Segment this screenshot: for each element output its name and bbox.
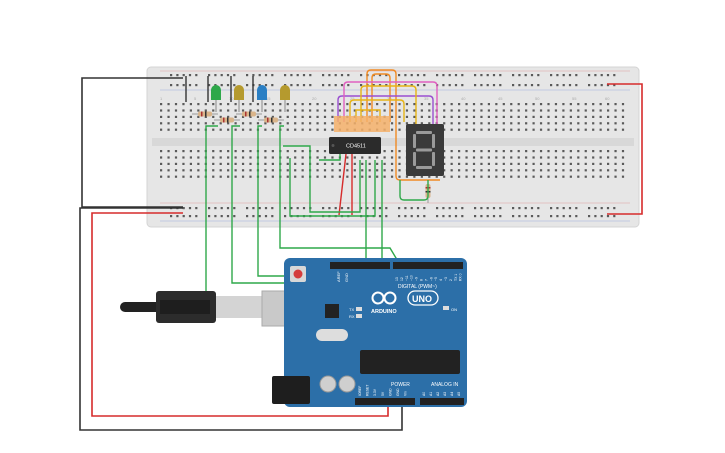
brand-label: ARDUINO — [371, 309, 397, 315]
pin-label: 8 — [420, 279, 424, 281]
col-mark: 5 — [194, 96, 197, 101]
resistor[interactable] — [258, 117, 284, 123]
pin-label: ~6 — [429, 277, 433, 281]
pin-label: RESET — [366, 385, 370, 396]
decoder-chip[interactable]: CD4511 — [329, 137, 381, 154]
col-mark: 35 — [424, 96, 429, 101]
pin-label: RX 0 — [459, 273, 463, 281]
seven-segment-display[interactable]: 8 — [406, 124, 444, 176]
pin-label: ~5 — [434, 277, 438, 281]
led-ground-legs — [185, 76, 254, 102]
led-green[interactable] — [211, 85, 221, 112]
col-mark: 45 — [498, 96, 503, 101]
pin-label: A0 — [422, 392, 426, 396]
model-label: UNO — [412, 294, 432, 304]
led-body[interactable] — [280, 85, 290, 100]
pin-label: ~3 — [444, 277, 448, 281]
power-wires[interactable] — [79, 77, 643, 431]
pin-label: A2 — [436, 392, 440, 396]
pin-label: ~11 — [405, 275, 409, 281]
rx-label: RX — [349, 314, 355, 319]
pin-label: GND — [388, 388, 392, 396]
atmega-chip[interactable] — [360, 350, 460, 374]
decoder-lower-wires[interactable] — [319, 153, 353, 216]
pin-label: A1 — [429, 392, 433, 396]
col-mark: 1 — [160, 96, 163, 101]
col-mark: 15 — [266, 96, 271, 101]
led-amber[interactable] — [280, 85, 290, 112]
col-mark: 40 — [461, 96, 466, 101]
pin-label: A3 — [443, 392, 447, 396]
5v-wire[interactable] — [91, 212, 389, 417]
col-mark: 25 — [350, 96, 355, 101]
pin-label: ~9 — [415, 277, 419, 281]
pin-label: TX 1 — [454, 274, 458, 281]
digital-header-right[interactable] — [393, 262, 463, 269]
led-body[interactable] — [257, 85, 267, 100]
decoder-chip-label: CD4511 — [346, 144, 366, 150]
tx-label: TX — [349, 307, 354, 312]
aref-label: AREF — [336, 271, 341, 282]
gnd-jumper-wire[interactable] — [81, 77, 183, 208]
led-yellow[interactable] — [234, 85, 244, 112]
arduino-logo-icon — [371, 291, 397, 305]
pin-label: GND — [396, 388, 400, 396]
led-blue[interactable] — [257, 85, 267, 112]
gnd-wire[interactable] — [79, 207, 403, 431]
col-mark: 60 — [605, 96, 610, 101]
pin-label: 5V — [381, 391, 385, 396]
power-header[interactable] — [355, 398, 415, 405]
pin-label: 13 — [395, 277, 399, 281]
rail-jumper-wire[interactable] — [607, 83, 643, 215]
pin-label: 7 — [424, 279, 428, 281]
col-mark: 20 — [312, 96, 317, 101]
gnd-label: GND — [344, 273, 349, 282]
on-label: ON — [451, 307, 457, 312]
decoder-pin-strip — [334, 116, 390, 132]
led-body[interactable] — [234, 85, 244, 100]
led-group[interactable] — [211, 85, 290, 112]
arduino-board[interactable]: AREF GND DIGITAL (PWM~) UNO ARDUINO ON T… — [272, 258, 467, 407]
resistor[interactable] — [236, 111, 262, 117]
pin-label: Vin — [404, 391, 408, 396]
pin-label: 4 — [439, 279, 443, 281]
pin-label: IOREF — [358, 386, 362, 396]
pin-label: ~10 — [410, 275, 414, 281]
col-mark: 55 — [572, 96, 577, 101]
digital-label: DIGITAL (PWM~) — [398, 284, 437, 290]
resistor[interactable] — [192, 111, 218, 117]
pin-label: 12 — [400, 277, 404, 281]
resistors[interactable] — [192, 111, 431, 204]
power-label: POWER — [391, 382, 410, 388]
usb-cable[interactable] — [120, 290, 305, 327]
digital-header-left[interactable] — [330, 262, 390, 269]
pin-label: 3.3V — [373, 388, 377, 396]
analog-header[interactable] — [420, 398, 464, 405]
pin-label: A5 — [457, 392, 461, 396]
pin-label: 2 — [449, 279, 453, 281]
pin-label: A4 — [450, 392, 454, 396]
power-jack[interactable] — [272, 376, 310, 404]
reset-button[interactable] — [293, 269, 303, 279]
resistor[interactable] — [214, 117, 240, 123]
col-mark: 50 — [535, 96, 540, 101]
analog-label: ANALOG IN — [431, 382, 459, 388]
led-body[interactable] — [211, 85, 221, 100]
